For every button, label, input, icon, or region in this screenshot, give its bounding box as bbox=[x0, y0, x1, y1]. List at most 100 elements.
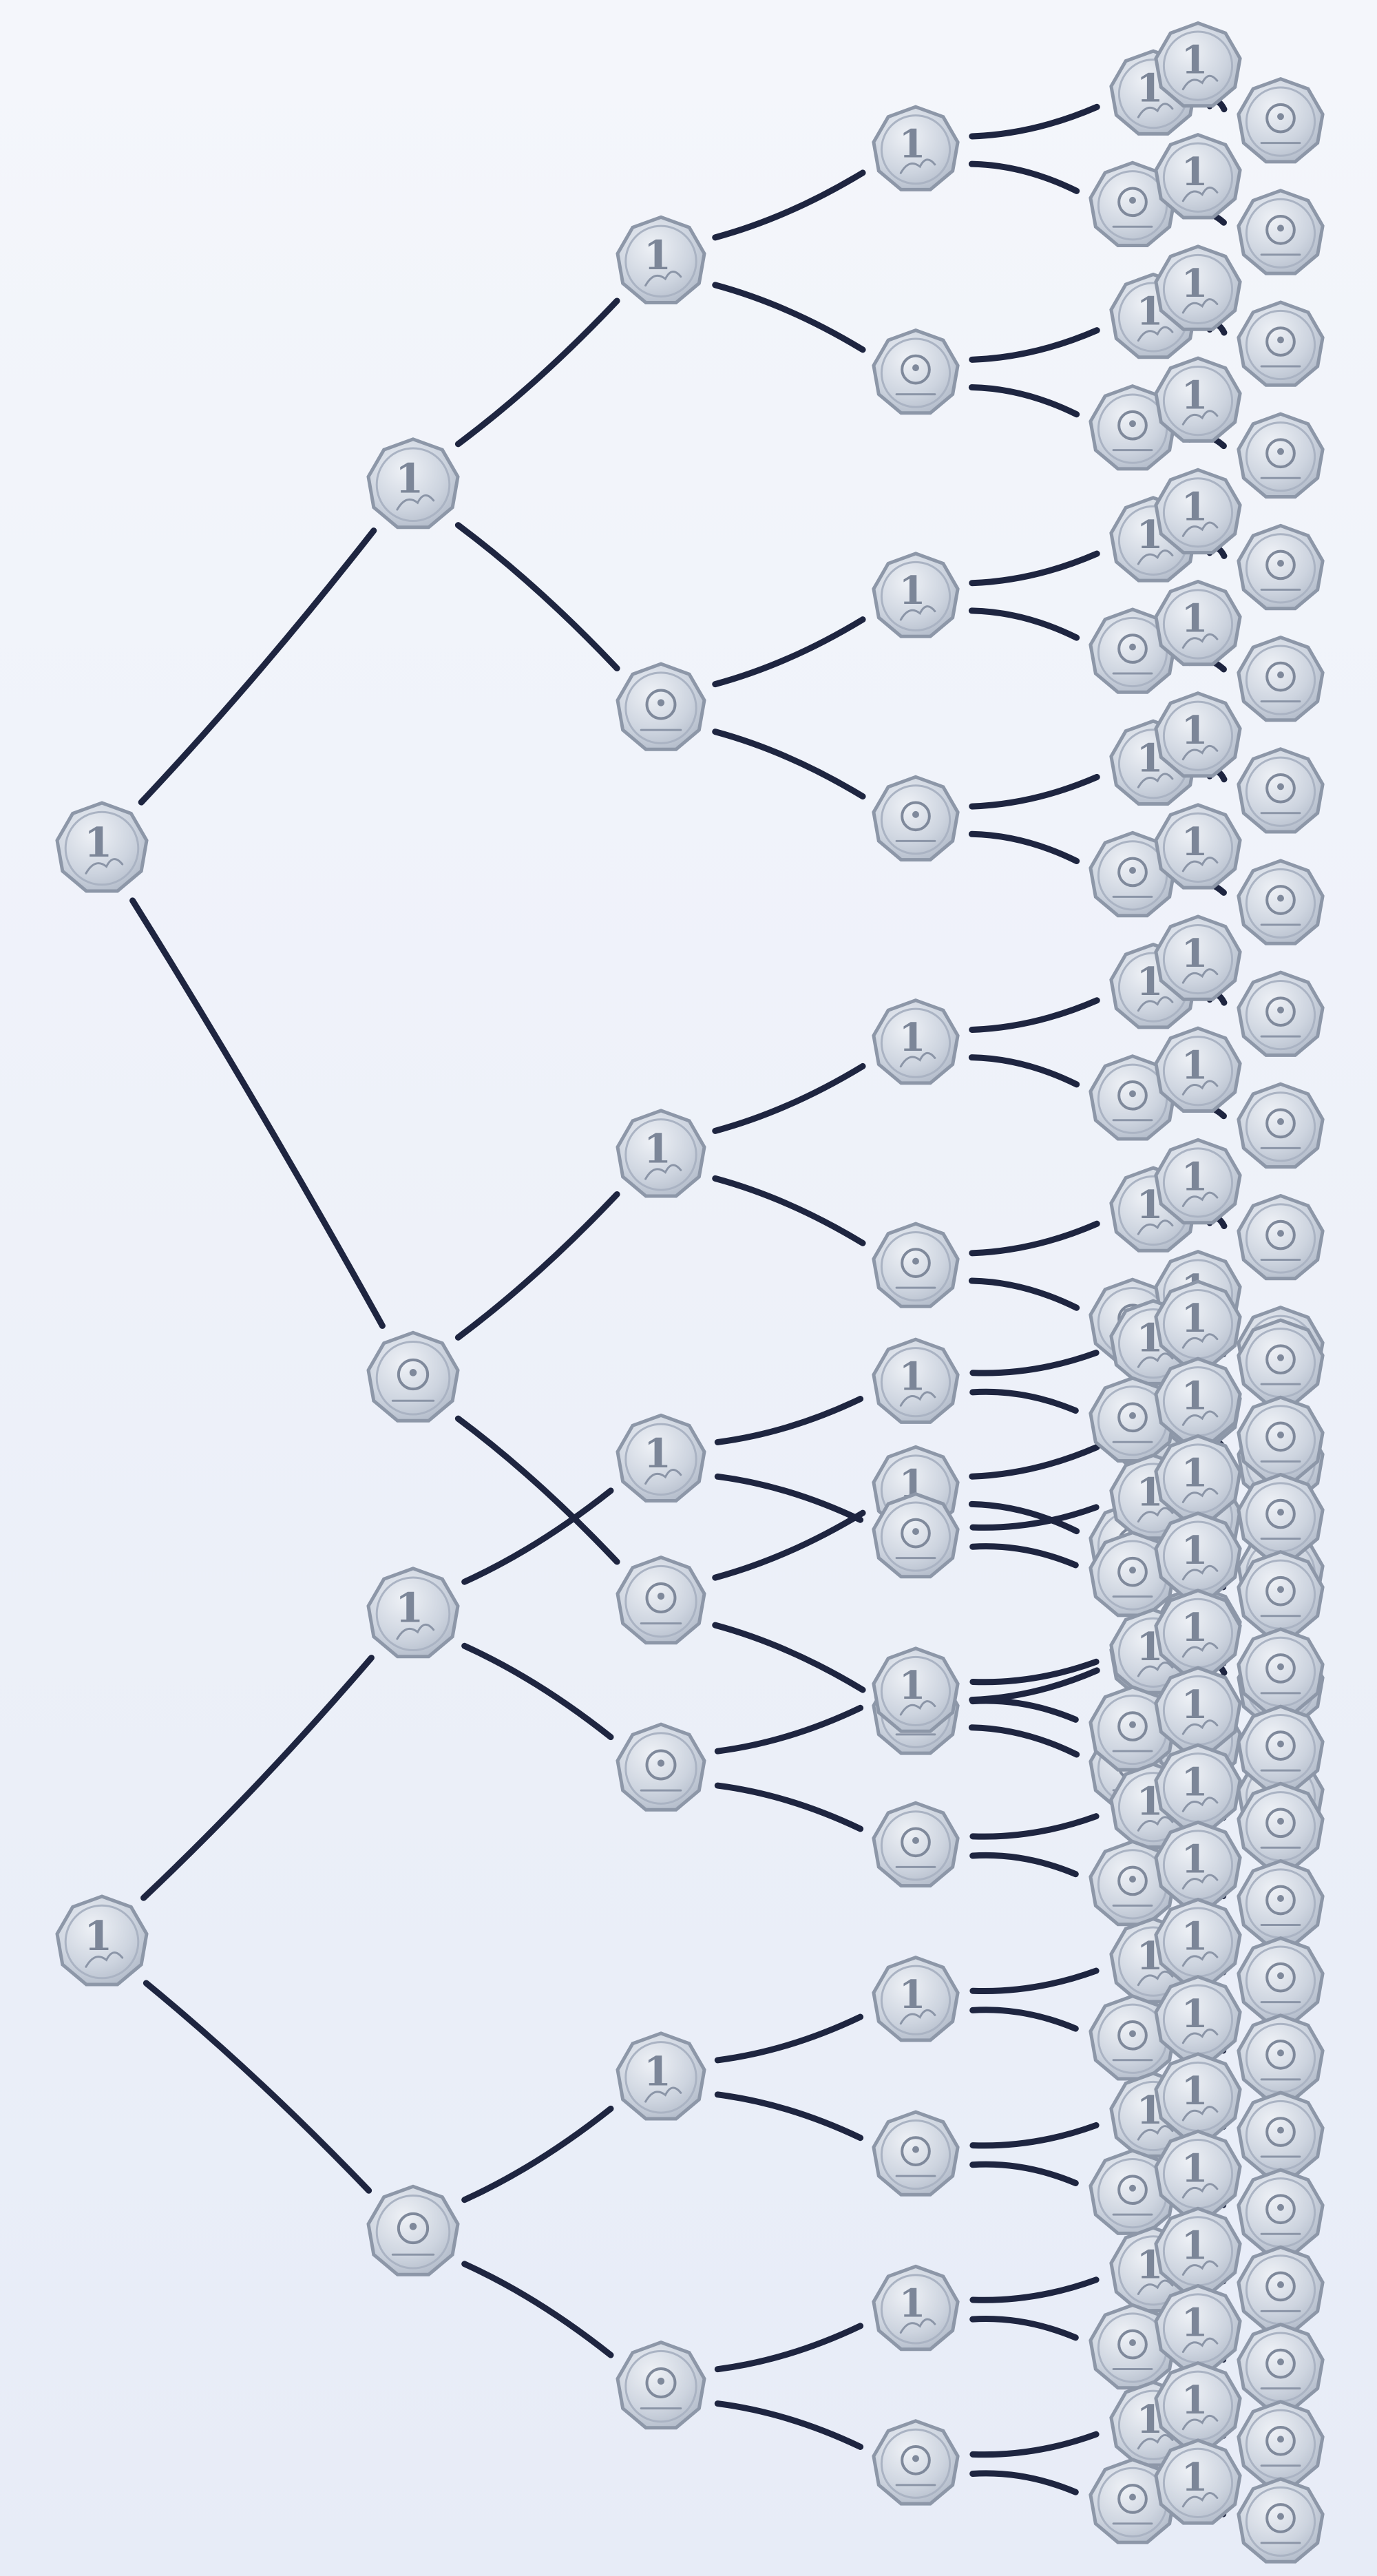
numeral-one-icon: 1 bbox=[1181, 39, 1208, 83]
national-emblem-icon bbox=[1265, 438, 1296, 469]
coin-node: 1 bbox=[1154, 133, 1242, 220]
coin-nodes: 1111111111111111111111111111111111111111… bbox=[55, 21, 1325, 2564]
coin-node: 1 bbox=[55, 1894, 149, 1987]
emblem-star-icon bbox=[657, 1759, 665, 1767]
numeral-one-icon: 1 bbox=[899, 1354, 926, 1399]
national-emblem-icon bbox=[901, 1518, 931, 1549]
orchid-sprig-icon bbox=[1181, 633, 1219, 649]
branch-line bbox=[712, 169, 866, 241]
branch-line bbox=[968, 1500, 1080, 1535]
coin-node bbox=[872, 2110, 960, 2197]
branch-line bbox=[968, 1724, 1080, 1758]
orchid-sprig-icon bbox=[644, 271, 682, 287]
national-emblem-icon bbox=[1265, 1498, 1296, 1529]
national-emblem-icon bbox=[1265, 326, 1296, 357]
branch-line bbox=[968, 1054, 1080, 1088]
emblem-star-icon bbox=[1277, 2436, 1284, 2443]
coin-node bbox=[1237, 1858, 1325, 1946]
coin-node: 1 bbox=[55, 801, 149, 893]
emblem-star-icon bbox=[1277, 1663, 1284, 1671]
emblem-star-icon bbox=[409, 1369, 417, 1376]
numeral-one-icon: 1 bbox=[1181, 1374, 1208, 1418]
branch-line bbox=[143, 1980, 372, 2194]
emblem-star-icon bbox=[1277, 1972, 1284, 1980]
branch-line bbox=[714, 2323, 864, 2373]
branch-line bbox=[969, 1658, 1100, 1686]
coin-node bbox=[1237, 1550, 1325, 1637]
branch-line bbox=[969, 1543, 1079, 1569]
coin-node: 1 bbox=[366, 437, 460, 530]
national-emblem-icon bbox=[901, 1248, 931, 1278]
emblem-star-icon bbox=[912, 2455, 919, 2462]
orchid-sprig-icon bbox=[1181, 1410, 1219, 1426]
branch-line bbox=[138, 527, 377, 806]
coin-node: 1 bbox=[872, 1956, 960, 2042]
coin-node bbox=[872, 2419, 960, 2506]
emblem-star-icon bbox=[1129, 1090, 1136, 1098]
orchid-sprig-icon bbox=[1181, 186, 1219, 202]
coin-node: 1 bbox=[1154, 1434, 1242, 1521]
national-emblem-icon bbox=[1117, 2020, 1148, 2051]
branch-line bbox=[969, 997, 1100, 1033]
emblem-star-icon bbox=[1129, 2030, 1136, 2038]
national-emblem-icon bbox=[901, 1827, 931, 1858]
numeral-one-icon: 1 bbox=[1181, 1915, 1208, 1960]
branch-line bbox=[712, 1062, 866, 1134]
coin-node bbox=[1237, 76, 1325, 164]
orchid-sprig-icon bbox=[899, 605, 936, 621]
emblem-star-icon bbox=[1277, 1895, 1284, 1902]
coin-node: 1 bbox=[1154, 1026, 1242, 1113]
branch-line bbox=[969, 2431, 1100, 2458]
orchid-sprig-icon bbox=[899, 1391, 936, 1407]
branch-line bbox=[714, 1396, 864, 1445]
branch-line bbox=[969, 1220, 1100, 1257]
branch-line bbox=[969, 1697, 1079, 1723]
coin-node bbox=[1237, 189, 1325, 275]
emblem-star-icon bbox=[912, 364, 919, 372]
branch-line bbox=[454, 1415, 620, 1565]
coin-node bbox=[616, 2340, 706, 2430]
emblem-star-icon bbox=[1277, 224, 1284, 232]
emblem-star-icon bbox=[1277, 448, 1284, 455]
branch-line bbox=[969, 1504, 1100, 1531]
emblem-star-icon bbox=[1277, 2358, 1284, 2366]
orchid-sprig-icon bbox=[1181, 1642, 1219, 1658]
numeral-one-icon: 1 bbox=[395, 455, 423, 503]
coin-node: 1 bbox=[1154, 468, 1242, 555]
emblem-star-icon bbox=[1277, 559, 1284, 567]
emblem-star-icon bbox=[657, 699, 665, 706]
national-emblem-icon bbox=[901, 801, 931, 832]
orchid-sprig-icon bbox=[1137, 1507, 1174, 1523]
coin-node bbox=[1237, 2168, 1325, 2254]
national-emblem-icon bbox=[1265, 1575, 1296, 1606]
national-emblem-icon bbox=[1117, 1402, 1148, 1433]
national-emblem-icon bbox=[1117, 1865, 1148, 1896]
coin-node bbox=[1237, 1193, 1325, 1281]
national-emblem-icon bbox=[397, 2212, 430, 2245]
numeral-one-icon: 1 bbox=[1181, 262, 1208, 306]
numeral-one-icon: 1 bbox=[1181, 820, 1208, 865]
coin-node: 1 bbox=[1154, 244, 1242, 331]
emblem-star-icon bbox=[1277, 2513, 1284, 2520]
emblem-star-icon bbox=[1129, 1876, 1136, 1883]
emblem-star-icon bbox=[1129, 2339, 1136, 2347]
coin-node bbox=[616, 1722, 706, 1812]
numeral-one-icon: 1 bbox=[1181, 150, 1208, 195]
branch-line bbox=[968, 607, 1080, 641]
emblem-star-icon bbox=[1277, 671, 1284, 679]
coin-node bbox=[1237, 412, 1325, 499]
branch-line bbox=[969, 1444, 1100, 1480]
orchid-sprig-icon bbox=[1181, 968, 1219, 984]
branch-line bbox=[454, 522, 620, 672]
coin-node: 1 bbox=[616, 2031, 706, 2121]
orchid-sprig-icon bbox=[1181, 744, 1219, 761]
coin-node bbox=[1089, 1994, 1177, 2081]
orchid-sprig-icon bbox=[1137, 2279, 1174, 2295]
numeral-one-icon: 1 bbox=[899, 122, 926, 167]
branch-line bbox=[714, 1473, 864, 1523]
branch-line bbox=[968, 160, 1080, 194]
coin-node bbox=[366, 2184, 460, 2276]
branch-line bbox=[712, 1622, 866, 1693]
coin-node bbox=[1237, 1472, 1325, 1560]
coin-node bbox=[1237, 2013, 1325, 2100]
